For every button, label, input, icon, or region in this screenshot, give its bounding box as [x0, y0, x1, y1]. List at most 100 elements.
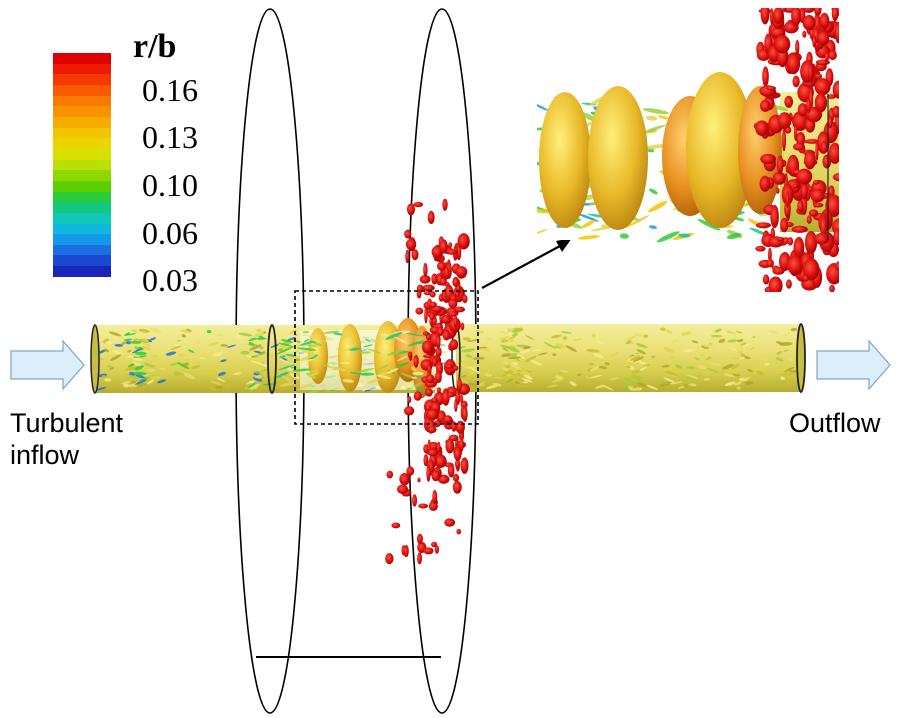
vortex-streak	[738, 347, 744, 352]
red-vortex-blob	[436, 387, 441, 394]
vortex-streak	[659, 381, 673, 387]
vortex-streak	[561, 331, 572, 334]
vortex-streak	[631, 369, 641, 374]
red-vortex-blob	[776, 236, 785, 241]
vortex-streak	[705, 356, 712, 360]
vortex-streak	[182, 362, 190, 367]
vortex-streak	[143, 342, 152, 347]
vortex-streak	[726, 233, 742, 240]
colorbar-tick: 0.13	[142, 119, 198, 155]
vortex-streak	[123, 333, 137, 336]
red-vortex-blob	[765, 86, 776, 91]
vortex-streak	[604, 362, 610, 366]
red-vortex-blob	[787, 255, 804, 276]
vortex-streak	[247, 382, 257, 389]
vortex-streak	[519, 349, 531, 354]
vortex-streak	[216, 334, 225, 336]
vortex-streak	[518, 327, 523, 331]
red-vortex-blob	[413, 354, 419, 368]
vortex-streak	[498, 336, 510, 341]
vortex-streak	[281, 375, 293, 382]
red-vortex-blob	[385, 553, 394, 565]
vortex-streak	[727, 339, 738, 343]
vortex-streak	[524, 334, 534, 340]
red-vortex-blob	[770, 204, 779, 229]
vortex-streak	[756, 370, 765, 376]
vortex-streak	[507, 381, 513, 386]
red-vortex-blob	[760, 153, 777, 165]
vortex-streak	[132, 338, 139, 341]
vortex-streak	[523, 374, 533, 380]
red-vortex-blob	[419, 275, 431, 284]
vortex-streak	[683, 348, 694, 353]
vortex-streak	[707, 367, 720, 374]
vortex-streak	[108, 331, 122, 337]
red-vortex-blob	[791, 225, 808, 233]
red-vortex-blob	[810, 188, 825, 203]
red-vortex-blob	[814, 78, 831, 96]
vortex-streak	[298, 333, 314, 337]
vortex-streak	[125, 345, 133, 351]
vortex-streak	[633, 332, 645, 337]
vortex-streak	[779, 367, 789, 371]
vortex-streak	[220, 359, 227, 363]
vortex-streak	[783, 367, 795, 373]
red-vortex-blob	[455, 420, 465, 434]
vortex-streak	[207, 333, 218, 339]
red-vortex-blob	[460, 394, 464, 404]
red-vortex-blob	[457, 233, 470, 250]
vortex-streak	[303, 339, 310, 343]
vortex-streak	[775, 357, 784, 362]
vortex-streak	[505, 378, 514, 384]
vortex-streak	[366, 348, 382, 354]
red-vortex-blob	[835, 261, 839, 271]
red-vortex-blob	[802, 8, 815, 14]
vortex-streak	[658, 115, 669, 120]
vortex-streak	[224, 384, 230, 388]
vortex-streak	[552, 353, 557, 356]
vortex-streak	[585, 376, 591, 379]
vortex-streak	[590, 226, 615, 232]
vortex-streak	[732, 350, 742, 356]
red-vortex-blob	[808, 62, 813, 83]
vortex-streak	[130, 340, 142, 344]
vortex-streak	[226, 344, 237, 348]
vortex-streak	[127, 349, 132, 353]
vortex-streak	[187, 349, 195, 353]
vortex-streak	[666, 329, 672, 334]
red-vortex-blob	[453, 365, 459, 371]
red-vortex-blob	[444, 518, 456, 527]
vortex-streak	[327, 363, 336, 368]
vortex-streak	[592, 352, 604, 359]
red-vortex-blob	[431, 273, 438, 285]
red-vortex-blob	[413, 201, 424, 208]
vortex-streak	[459, 360, 467, 365]
vortex-streak	[651, 355, 656, 359]
red-vortex-blob	[454, 459, 461, 469]
vortex-streak	[289, 341, 298, 346]
red-vortex-blob	[772, 266, 785, 275]
red-vortex-blob	[405, 238, 417, 251]
vortex-streak	[636, 378, 641, 382]
vortex-streak	[309, 369, 319, 373]
red-vortex-blob	[391, 522, 401, 529]
red-vortex-blob	[791, 8, 802, 26]
vortex-streak	[146, 379, 155, 385]
red-vortex-blob	[447, 463, 455, 478]
vortex-streak	[225, 379, 236, 386]
red-vortex-blob	[399, 473, 410, 486]
vortex-streak	[537, 103, 550, 112]
vortex-streak	[278, 364, 295, 371]
vortex-streak	[212, 366, 222, 372]
red-vortex-blob	[452, 276, 460, 288]
red-vortex-blob	[772, 171, 786, 185]
vortex-streak	[249, 380, 255, 384]
vortex-streak	[708, 361, 722, 366]
vortex-streak	[339, 361, 352, 364]
vortex-streak	[297, 347, 317, 351]
vortex-streak	[648, 200, 668, 213]
vortex-streak	[143, 338, 149, 342]
red-vortex-blob	[826, 263, 839, 285]
vortex-streak	[732, 373, 741, 377]
vortex-streak	[406, 333, 425, 337]
